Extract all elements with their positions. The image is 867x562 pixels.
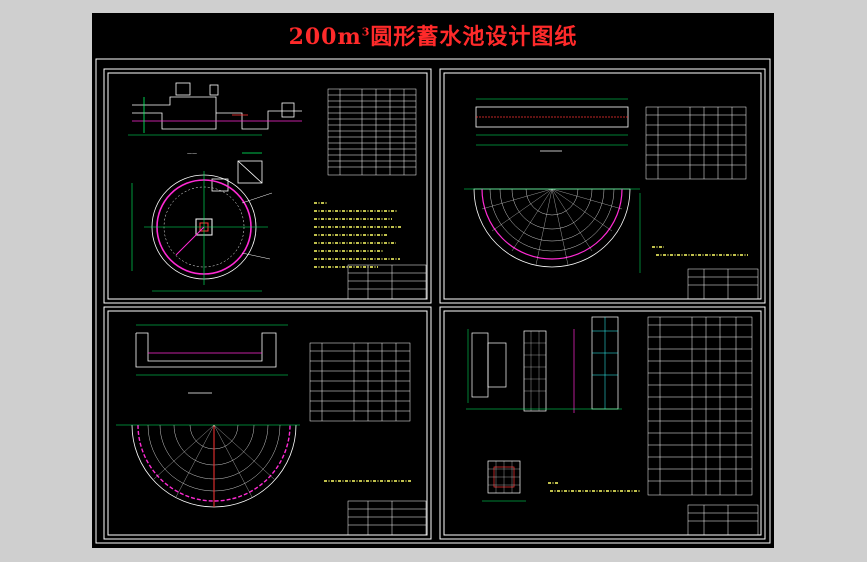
sheet-2-border xyxy=(439,68,766,304)
sheet-4-details xyxy=(466,316,622,413)
sheet-4-border xyxy=(439,306,766,540)
sheet-3-table xyxy=(309,342,411,422)
sheet-4-inner xyxy=(443,310,762,536)
sheet-1-title-block xyxy=(347,264,427,300)
svg-text:——: —— xyxy=(187,151,197,157)
sheet-2-inner xyxy=(443,72,762,300)
sheet-2-elevation xyxy=(475,98,629,152)
sheet-2-note xyxy=(652,246,748,256)
sheet-3-title-block xyxy=(347,500,427,536)
sheet-3-section xyxy=(135,324,288,394)
sheet-4 xyxy=(439,306,766,540)
sheet-1-section xyxy=(128,82,302,136)
sheet-2-table xyxy=(645,106,747,180)
sheet-3-border xyxy=(103,306,432,540)
drawing-title: 200m3圆形蓄水池设计图纸 xyxy=(288,24,578,50)
sheet-4-square-detail xyxy=(482,460,526,502)
sheet-2-rebar-plan xyxy=(464,188,641,273)
sheet-2-title-block xyxy=(687,268,759,300)
outer-border xyxy=(95,58,771,544)
sheet-4-title-block xyxy=(687,504,759,536)
sheet-4-table xyxy=(647,316,753,496)
sheet-1-notes xyxy=(314,202,402,268)
sheets-canvas: —— xyxy=(95,58,771,544)
sheet-2 xyxy=(439,68,766,304)
sheet-1-inner xyxy=(107,72,428,300)
sheet-4-note xyxy=(548,482,640,492)
sheet-3 xyxy=(103,306,432,540)
sheet-3-inner xyxy=(107,310,428,536)
sheet-1-table xyxy=(327,88,417,176)
sheet-1-plan xyxy=(131,171,273,292)
drawing-frame: 200m3圆形蓄水池设计图纸 —— xyxy=(92,13,774,548)
sheet-1: —— xyxy=(103,68,432,304)
sheet-1-detail xyxy=(211,152,263,192)
sheet-3-rebar-plan xyxy=(116,424,300,508)
sheet-1-border xyxy=(103,68,432,304)
